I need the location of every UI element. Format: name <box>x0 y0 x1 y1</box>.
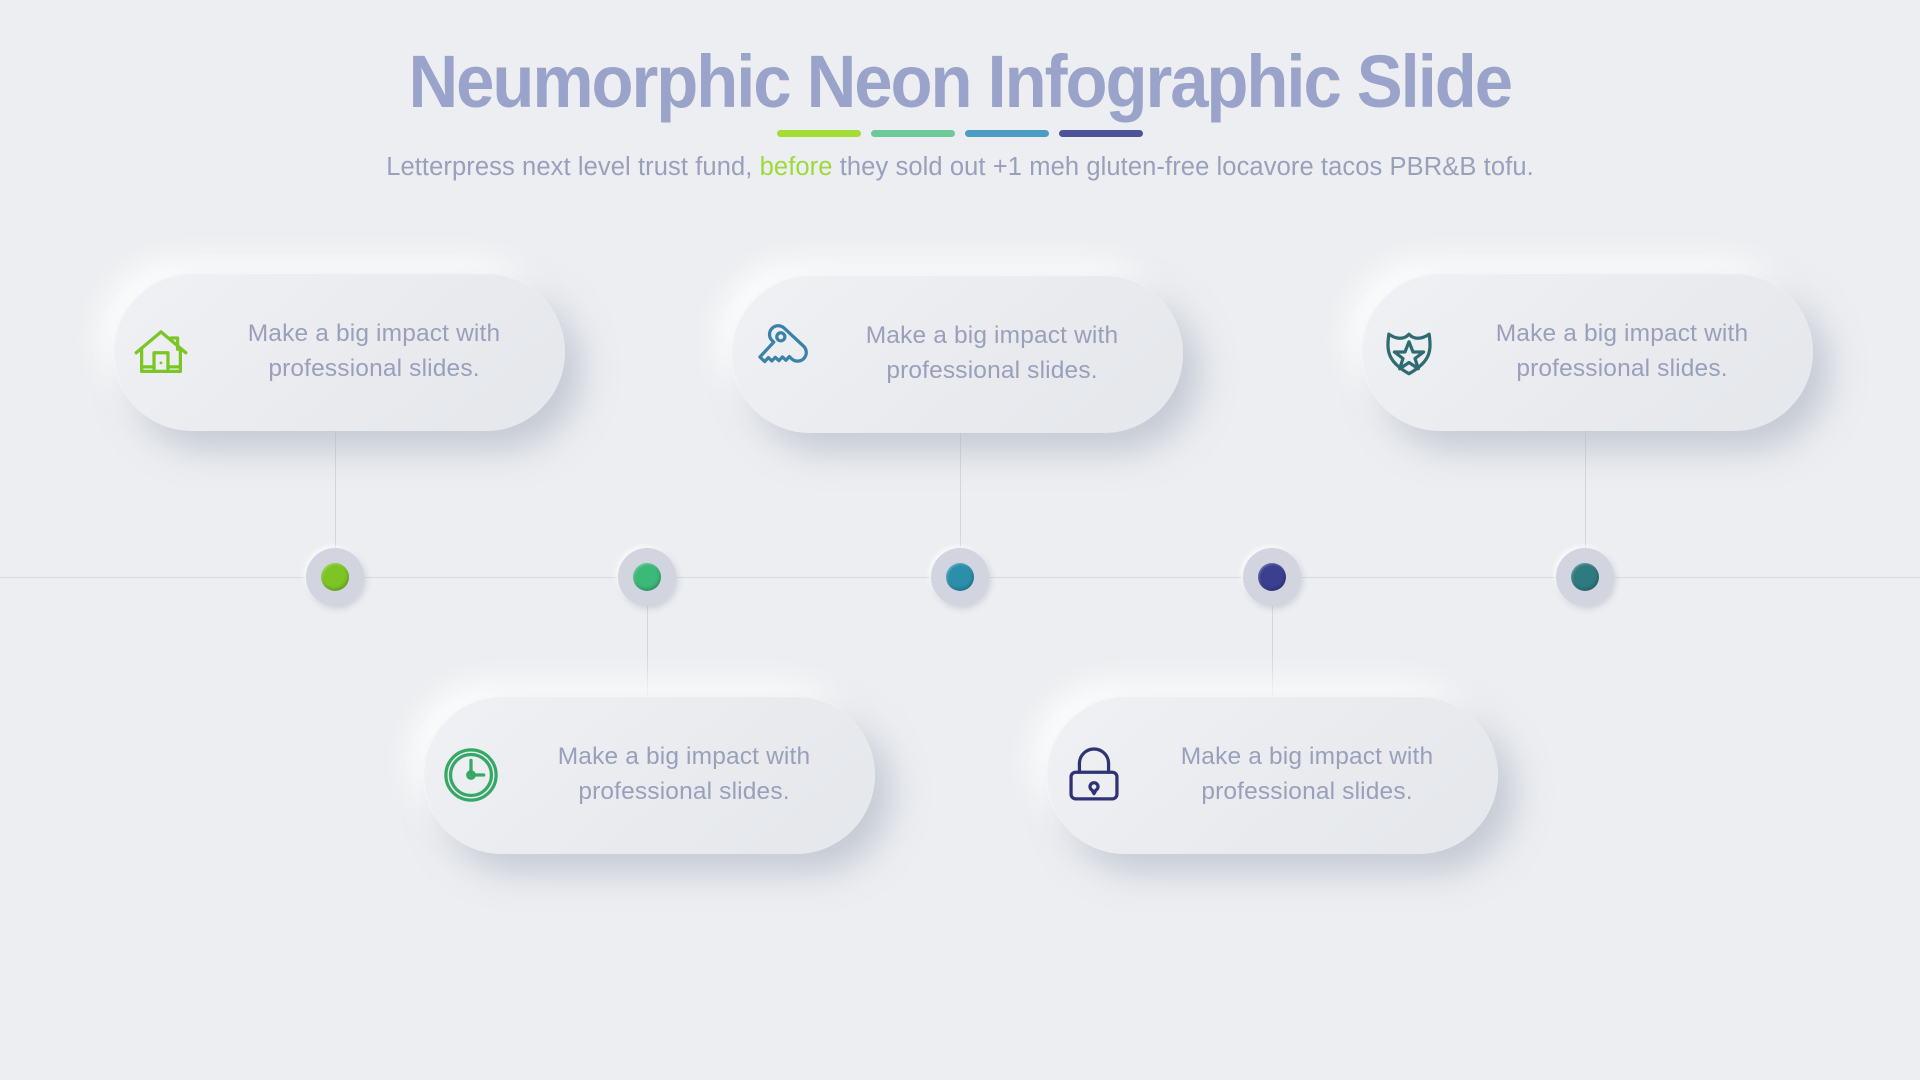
timeline-node-key[interactable] <box>931 548 989 606</box>
timeline-node-core <box>1258 563 1286 591</box>
timeline-connector <box>960 431 961 551</box>
subtitle-text-before: Letterpress next level trust fund, <box>386 153 760 182</box>
timeline-node-clock[interactable] <box>618 548 676 606</box>
clock-icon <box>444 748 498 802</box>
card-text: Make a big impact with professional slid… <box>247 320 501 382</box>
key-icon <box>731 306 827 402</box>
title-block: Neumorphic Neon Infographic Slide <box>367 40 1553 137</box>
house-icon <box>134 330 188 374</box>
timeline-node-home[interactable] <box>306 548 364 606</box>
lock-icon <box>1069 747 1119 801</box>
accent-bar-green <box>776 130 861 137</box>
shield-icon <box>1361 304 1457 400</box>
card-text: Make a big impact with professional slid… <box>557 743 811 805</box>
timeline-connector <box>1272 603 1273 696</box>
house-icon <box>113 304 209 400</box>
card-clock[interactable]: Make a big impact with professional slid… <box>423 696 875 854</box>
timeline-connector <box>647 603 648 696</box>
clock-icon <box>423 727 519 823</box>
timeline-node-core <box>321 563 349 591</box>
subtitle-text-after: they sold out +1 meh gluten-free locavor… <box>832 153 1534 182</box>
card-text: Make a big impact with professional slid… <box>1495 320 1749 382</box>
timeline-node-core <box>946 563 974 591</box>
shield-icon <box>1386 332 1432 376</box>
card-text: Make a big impact with professional slid… <box>865 322 1119 384</box>
subtitle: Letterpress next level trust fund, befor… <box>0 153 1920 182</box>
page-title: Neumorphic Neon Infographic Slide <box>408 40 1514 123</box>
key-icon <box>758 324 808 364</box>
timeline-node-shield[interactable] <box>1556 548 1614 606</box>
timeline-node-core <box>633 563 661 591</box>
card-text: Make a big impact with professional slid… <box>1180 743 1434 805</box>
accent-bar-blue <box>964 130 1049 137</box>
card-lock[interactable]: Make a big impact with professional slid… <box>1046 696 1498 854</box>
subtitle-highlight: before <box>759 153 833 182</box>
timeline-connector <box>335 431 336 551</box>
header: Neumorphic Neon Infographic Slide Letter… <box>0 0 1920 182</box>
lock-icon <box>1046 727 1142 823</box>
timeline-node-core <box>1571 563 1599 591</box>
card-shield[interactable]: Make a big impact with professional slid… <box>1361 273 1813 431</box>
accent-bar-group <box>776 130 1143 137</box>
card-key[interactable]: Make a big impact with professional slid… <box>731 275 1183 433</box>
accent-bar-teal <box>870 130 955 137</box>
timeline-node-lock[interactable] <box>1243 548 1301 606</box>
accent-bar-indigo <box>1058 130 1143 137</box>
card-home[interactable]: Make a big impact with professional slid… <box>113 273 565 431</box>
timeline-connector <box>1585 431 1586 551</box>
